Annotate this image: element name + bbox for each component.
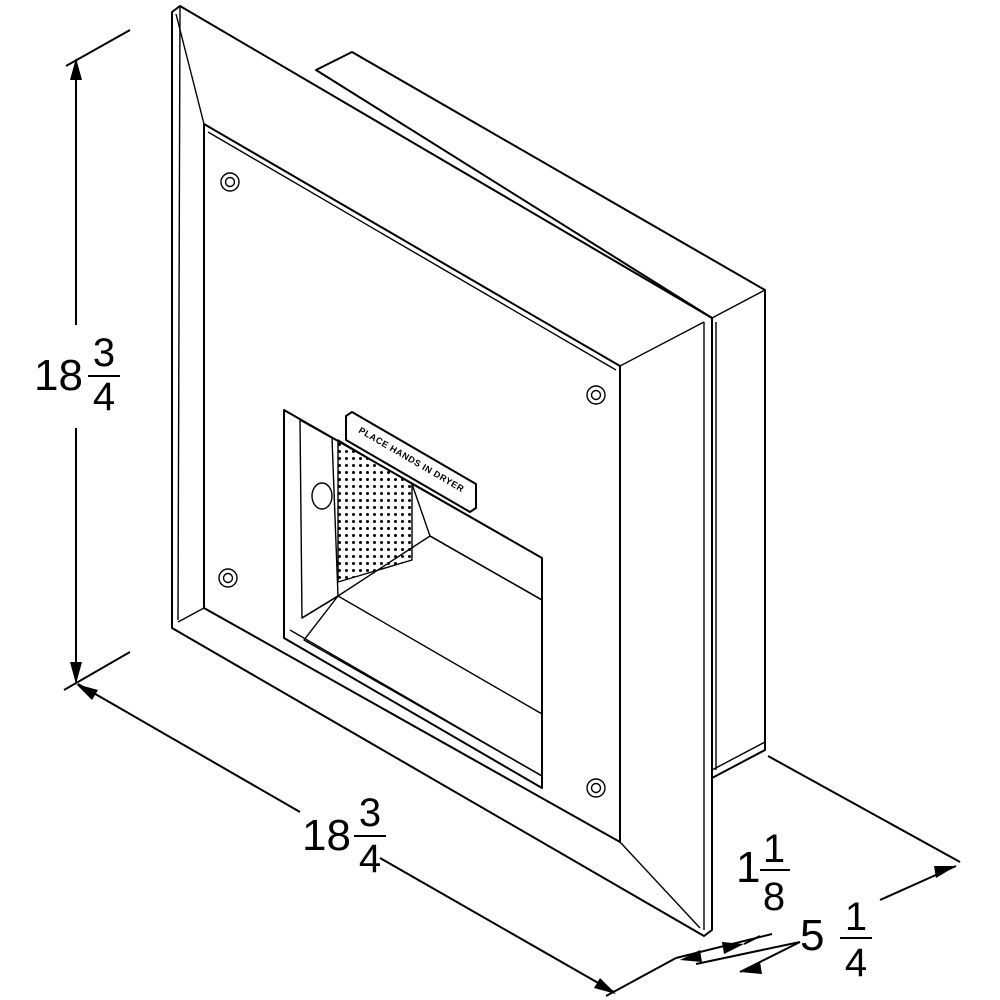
screw-icon bbox=[218, 568, 238, 588]
depth-numerator: 1 bbox=[845, 895, 867, 939]
width-denominator: 4 bbox=[359, 837, 381, 881]
height-numerator: 3 bbox=[93, 331, 115, 375]
screw-icon bbox=[586, 778, 606, 798]
trim-frame bbox=[171, 5, 713, 937]
flange-numerator: 1 bbox=[763, 827, 785, 871]
flange-whole: 1 bbox=[736, 843, 760, 892]
screw-icon bbox=[220, 172, 240, 192]
flange-dimension: 1 1 8 bbox=[675, 827, 790, 962]
back-box bbox=[315, 51, 766, 779]
depth-denominator: 4 bbox=[845, 941, 867, 985]
sensor-icon bbox=[311, 482, 333, 510]
width-whole: 18 bbox=[302, 811, 351, 860]
width-dimension: 18 3 4 bbox=[76, 683, 677, 997]
front-panel bbox=[203, 123, 621, 843]
width-numerator: 3 bbox=[359, 791, 381, 835]
height-denominator: 4 bbox=[93, 375, 115, 419]
height-dimension: 18 3 4 bbox=[34, 29, 131, 691]
dryer-opening bbox=[283, 409, 543, 789]
height-whole: 18 bbox=[34, 351, 83, 400]
screw-icon bbox=[586, 385, 606, 405]
depth-dimension: 5 1 4 bbox=[695, 755, 961, 985]
depth-whole: 5 bbox=[800, 911, 824, 960]
flange-denominator: 8 bbox=[763, 875, 785, 919]
